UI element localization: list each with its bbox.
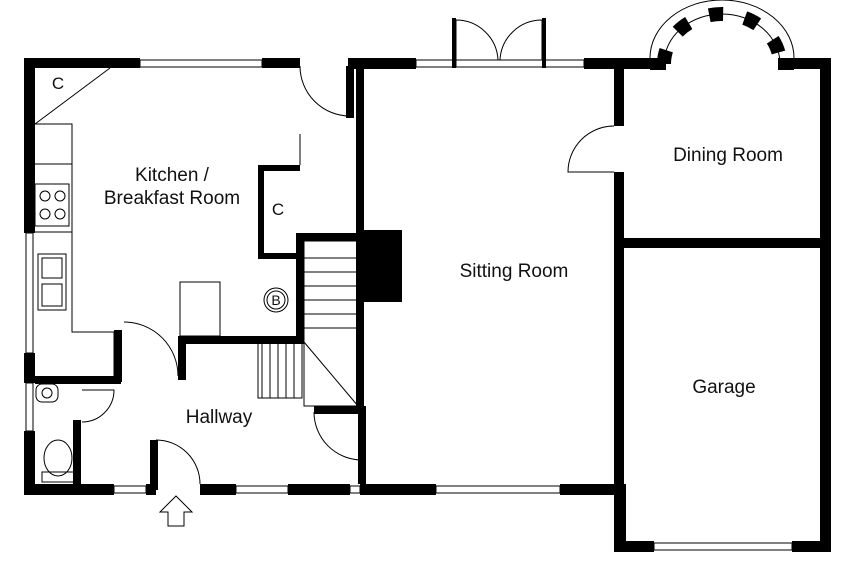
- corner-cupboard-marker: C: [51, 74, 65, 93]
- kitchen-fittings: [34, 67, 301, 376]
- french-doors: [452, 18, 546, 68]
- boiler-marker: B: [271, 292, 281, 308]
- interior-walls: [35, 68, 830, 495]
- kitchen-cupboard-marker: C: [271, 200, 285, 219]
- staircase: [257, 240, 359, 407]
- dining-room-label: Dining Room: [673, 145, 783, 166]
- boiler-symbol: [263, 287, 289, 313]
- kitchen-label-line2: Breakfast Room: [103, 188, 241, 209]
- kitchen-label: Kitchen / Breakfast Room: [92, 164, 252, 210]
- sitting-room-label: Sitting Room: [459, 261, 569, 282]
- hallway-label: Hallway: [185, 407, 253, 428]
- door-swings: [81, 65, 615, 485]
- bay-window: [649, 0, 795, 70]
- wc-fixtures: [35, 383, 75, 483]
- entrance-arrow-icon: [158, 495, 194, 527]
- kitchen-label-line1: Kitchen /: [135, 165, 209, 186]
- garage-label: Garage: [692, 377, 756, 398]
- exterior-walls: [24, 58, 831, 552]
